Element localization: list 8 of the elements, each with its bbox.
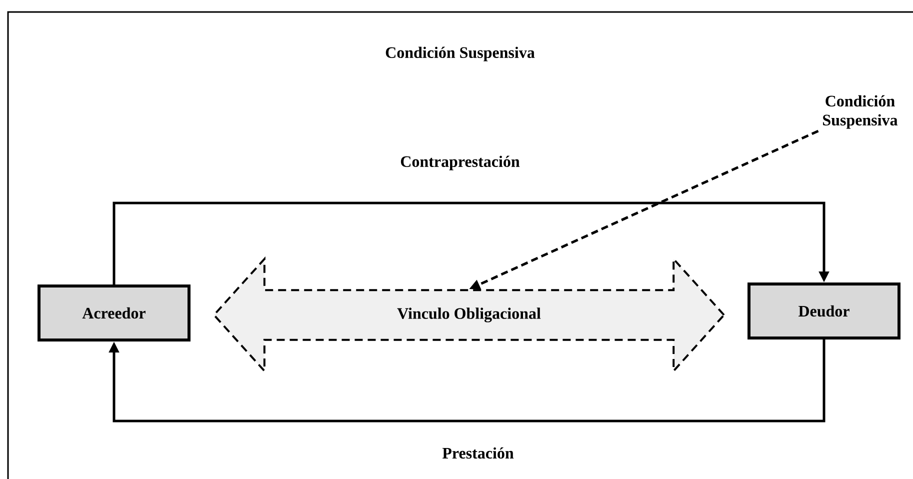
edge-label: Prestación xyxy=(440,445,516,461)
arrow xyxy=(108,340,826,422)
arrow xyxy=(112,202,830,284)
callout-text: Condición Suspensiva xyxy=(823,95,898,129)
edge-label: Contraprestación xyxy=(398,154,522,172)
party-box: Deudor xyxy=(748,282,900,340)
party-box: Acreedor xyxy=(38,284,190,342)
title: Condición Suspensiva xyxy=(386,46,535,62)
